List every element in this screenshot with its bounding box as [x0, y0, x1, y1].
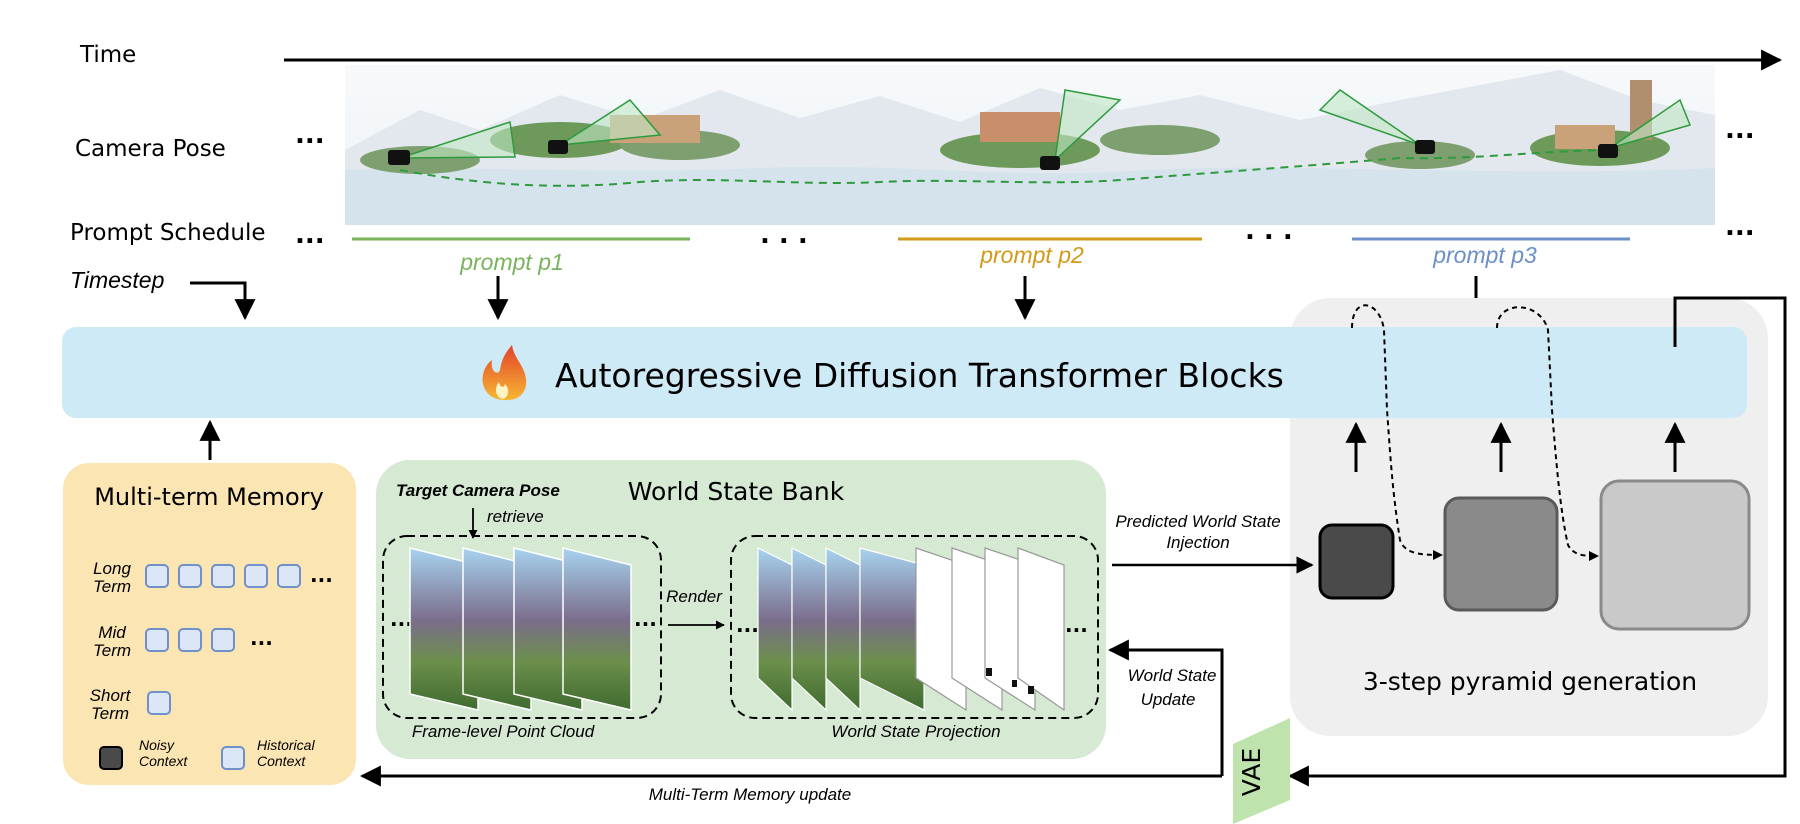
- retrieve-label: retrieve: [487, 507, 544, 526]
- projection-frames: [757, 547, 1065, 712]
- noisy-context-label-1: Noisy: [139, 737, 175, 753]
- panorama-scene: [345, 65, 1715, 225]
- world-state-bank-title: World State Bank: [628, 477, 845, 506]
- historical-context-label-1: Historical: [257, 737, 315, 753]
- mid-term-label-2: Term: [93, 641, 131, 660]
- pyramid-step-1: [1318, 523, 1395, 600]
- camera-pose-label: Camera Pose: [75, 136, 226, 162]
- short-term-slot: [147, 691, 171, 715]
- injection-label-2: Injection: [1166, 533, 1229, 552]
- point-cloud-label: Frame-level Point Cloud: [412, 722, 595, 741]
- pyramid-dashed-arrow-2: [1496, 306, 1599, 561]
- transformer-block: [62, 327, 1747, 418]
- pyramid-dashed-arrow-1: [1351, 304, 1443, 560]
- projection-ellipsis-left: ...: [736, 613, 759, 637]
- prompt-ellipsis-right: ...: [1725, 212, 1755, 242]
- historical-context-swatch: [221, 746, 245, 770]
- pyramid-step-3: [1599, 479, 1751, 631]
- prompt-p1-label: prompt p1: [459, 249, 564, 275]
- vae-block: [1233, 718, 1290, 824]
- world-state-update-label-2: Update: [1141, 690, 1196, 709]
- injection-label-1: Predicted World State: [1115, 512, 1280, 531]
- projection-label: World State Projection: [831, 722, 1000, 741]
- time-label: Time: [79, 42, 136, 68]
- vae-label: VAE: [1237, 748, 1266, 796]
- timestep-label: Timestep: [70, 267, 165, 293]
- long-term-slots: [145, 564, 301, 588]
- historical-context-label-2: Context: [257, 753, 306, 769]
- prompt-schedule-label: Prompt Schedule: [70, 220, 266, 246]
- prompt-ellipsis-2: . . .: [1245, 216, 1293, 246]
- transformer-label: Autoregressive Diffusion Transformer Blo…: [555, 356, 1284, 395]
- prompt-ellipsis-left: ...: [295, 220, 325, 250]
- long-term-ellipsis: ...: [310, 563, 333, 587]
- memory-title: Multi-term Memory: [94, 483, 324, 511]
- projection-ellipsis-right: ...: [1065, 613, 1088, 637]
- pyramid-step-2: [1443, 496, 1559, 612]
- short-term-label-2: Term: [91, 704, 129, 723]
- point-cloud-ellipsis-left: ...: [390, 607, 413, 631]
- memory-panel: [63, 463, 356, 785]
- noisy-context-swatch: [99, 746, 123, 770]
- noisy-context-label-2: Context: [139, 753, 188, 769]
- camera-ellipsis-right: ...: [1725, 115, 1755, 145]
- mid-term-ellipsis: ...: [250, 626, 273, 650]
- mid-term-label-1: Mid: [98, 623, 126, 642]
- world-state-update-label-1: World State: [1128, 666, 1217, 685]
- world-state-update-arrow: [1107, 639, 1224, 776]
- pyramid-label: 3-step pyramid generation: [1363, 667, 1697, 696]
- long-term-label-2: Term: [93, 577, 131, 596]
- target-camera-pose-label: Target Camera Pose: [396, 481, 560, 500]
- point-cloud-ellipsis-right: ...: [634, 607, 657, 631]
- prompt-ellipsis-1: . . .: [760, 220, 808, 250]
- prompt-p3-label: prompt p3: [1432, 242, 1537, 268]
- timestep-arrow: [190, 281, 256, 321]
- prompt-p2-label: prompt p2: [979, 242, 1084, 268]
- long-term-label-1: Long: [93, 559, 131, 578]
- render-label: Render: [666, 587, 723, 606]
- memory-update-label: Multi-Term Memory update: [649, 785, 852, 804]
- flame-icon: [482, 345, 527, 401]
- point-cloud-box: [382, 535, 662, 719]
- projection-box: [730, 535, 1099, 719]
- point-cloud-frames: [409, 547, 632, 711]
- camera-ellipsis-left: ...: [295, 120, 325, 150]
- output-feedback-arrow: [1287, 296, 1787, 787]
- short-term-label-1: Short: [90, 686, 132, 705]
- mid-term-slots: [145, 628, 235, 652]
